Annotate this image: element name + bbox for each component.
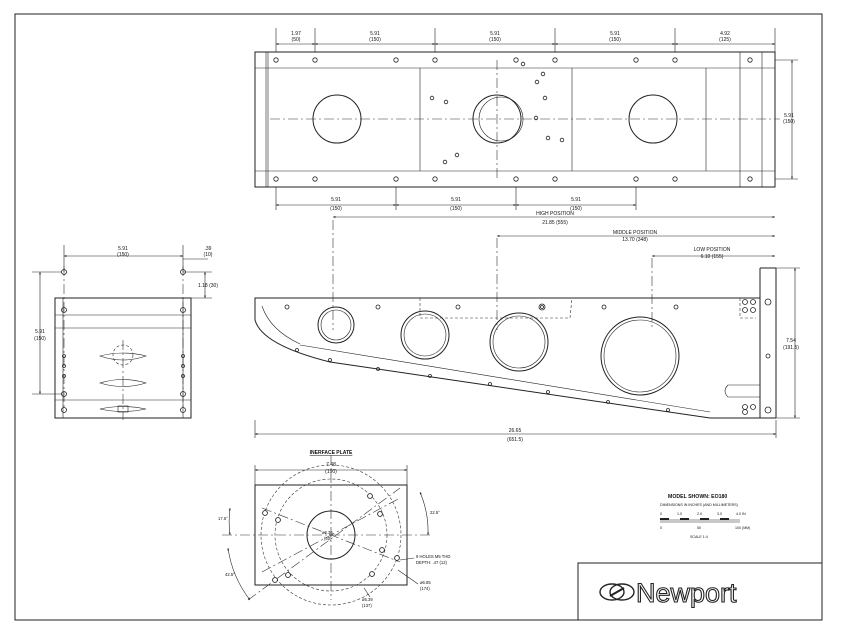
side-height-mm: (191.5) [783,345,799,351]
end-view: 5.91 (150) .39 (10) 1.18 (30) 5.91 (150) [32,245,218,420]
sheet-border [14,13,823,621]
top-dim-1-mm: (50) [292,37,301,43]
circle-inner-mm: (137) [362,603,372,608]
scale-in-0: 0 [660,512,662,516]
scale-mm-0: 0 [660,526,662,530]
scale-mm-1: 50 [697,526,701,530]
middle-position-label: MIDDLE POSITION [613,230,658,236]
low-position-label: LOW POSITION [694,247,731,253]
holes-line-2: DEPTH: .47 (12) [416,560,448,565]
circle-outer-in: ø6.85 [420,580,431,585]
top-dim-3-mm: (150) [489,37,501,43]
scale-in-1: 1.0 [677,512,682,516]
model-shown: MODEL SHOWN: EO180 [668,494,727,500]
newport-logo-icon [599,583,635,601]
angle-c: 42.5° [225,572,235,577]
high-position-value: 21.85 (555) [542,220,568,226]
top-dim-5-in: 4.92 [720,31,730,37]
brand-name: Newport [636,578,737,608]
end-width-mm: (150) [117,252,129,258]
top-dim-2-mm: (150) [369,37,381,43]
legend: MODEL SHOWN: EO180 DIMENSIONS IN INCHES … [660,494,750,539]
top-dim-1-in: 1.97 [291,31,301,37]
top-right-dim-mm: (150) [783,119,795,125]
bore-dia-mm: (60) [324,536,332,541]
bottom-dim-3-in: 5.91 [571,197,581,203]
end-height-mm: (150) [34,336,46,342]
top-right-dim-in: 5.91 [784,113,794,119]
side-length-mm: (651.5) [507,437,523,443]
middle-position-value: 13.70 (348) [622,237,648,243]
top-dim-2-in: 5.91 [370,31,380,37]
end-drop: 1.18 (30) [198,283,218,289]
end-width-in: 5.91 [118,246,128,252]
title-block: Newport [577,562,823,621]
dimensions-note: DIMENSIONS IN INCHES (AND MILLIMETERS) [660,503,738,507]
position-dimensions: HIGH POSITION 21.85 (555) MIDDLE POSITIO… [333,211,775,260]
angle-b: 22.5° [430,510,440,515]
bottom-dim-1-mm: (150) [330,206,342,212]
interface-plate: INERFACE PLATE 7.48 (190) ø2.36 (60) 9 H… [218,450,450,608]
top-dim-5-mm: (125) [719,37,731,43]
side-length-in: 26.65 [509,428,522,434]
scale-in-2: 2.0 [697,512,702,516]
bottom-dim-2-mm: (150) [450,206,462,212]
interface-plate-title: INERFACE PLATE [310,450,353,456]
bottom-dim-2-in: 5.91 [451,197,461,203]
top-dim-3-in: 5.91 [490,31,500,37]
scale-in-3: 3.0 [717,512,722,516]
end-height-in: 5.91 [35,329,45,335]
plate-width-mm: (190) [325,469,337,475]
side-height-in: 7.54 [786,338,796,344]
scale-mm-2: 100 (MM) [735,526,750,530]
circle-inner-in: ø5.39 [362,597,373,602]
bore-dia-in: ø2.36 [322,530,333,535]
top-dim-4-mm: (150) [609,37,621,43]
side-view: 26.65 (651.5) 7.54 (191.5) [254,220,800,443]
angle-a: 17.5° [218,516,228,521]
end-offset-mm: (10) [204,252,213,258]
bottom-dim-1-in: 5.91 [331,197,341,203]
circle-outer-mm: (174) [420,586,430,591]
high-position-label: HIGH POSITION [536,211,574,217]
top-dim-4-in: 5.91 [610,31,620,37]
bottom-dim-3-mm: (150) [570,206,582,212]
scale-in-4: 4.0 IN [736,512,746,516]
end-offset-in: .39 [205,246,212,252]
top-view: 1.97 (50) 5.91 (150) 5.91 (150) 5.91 (15… [254,28,798,212]
scale-label: SCALE 1:4 [690,535,708,539]
low-position-value: 6.10 (155) [701,254,724,260]
holes-line-1: 9 HOLES M5 THD [416,554,450,559]
